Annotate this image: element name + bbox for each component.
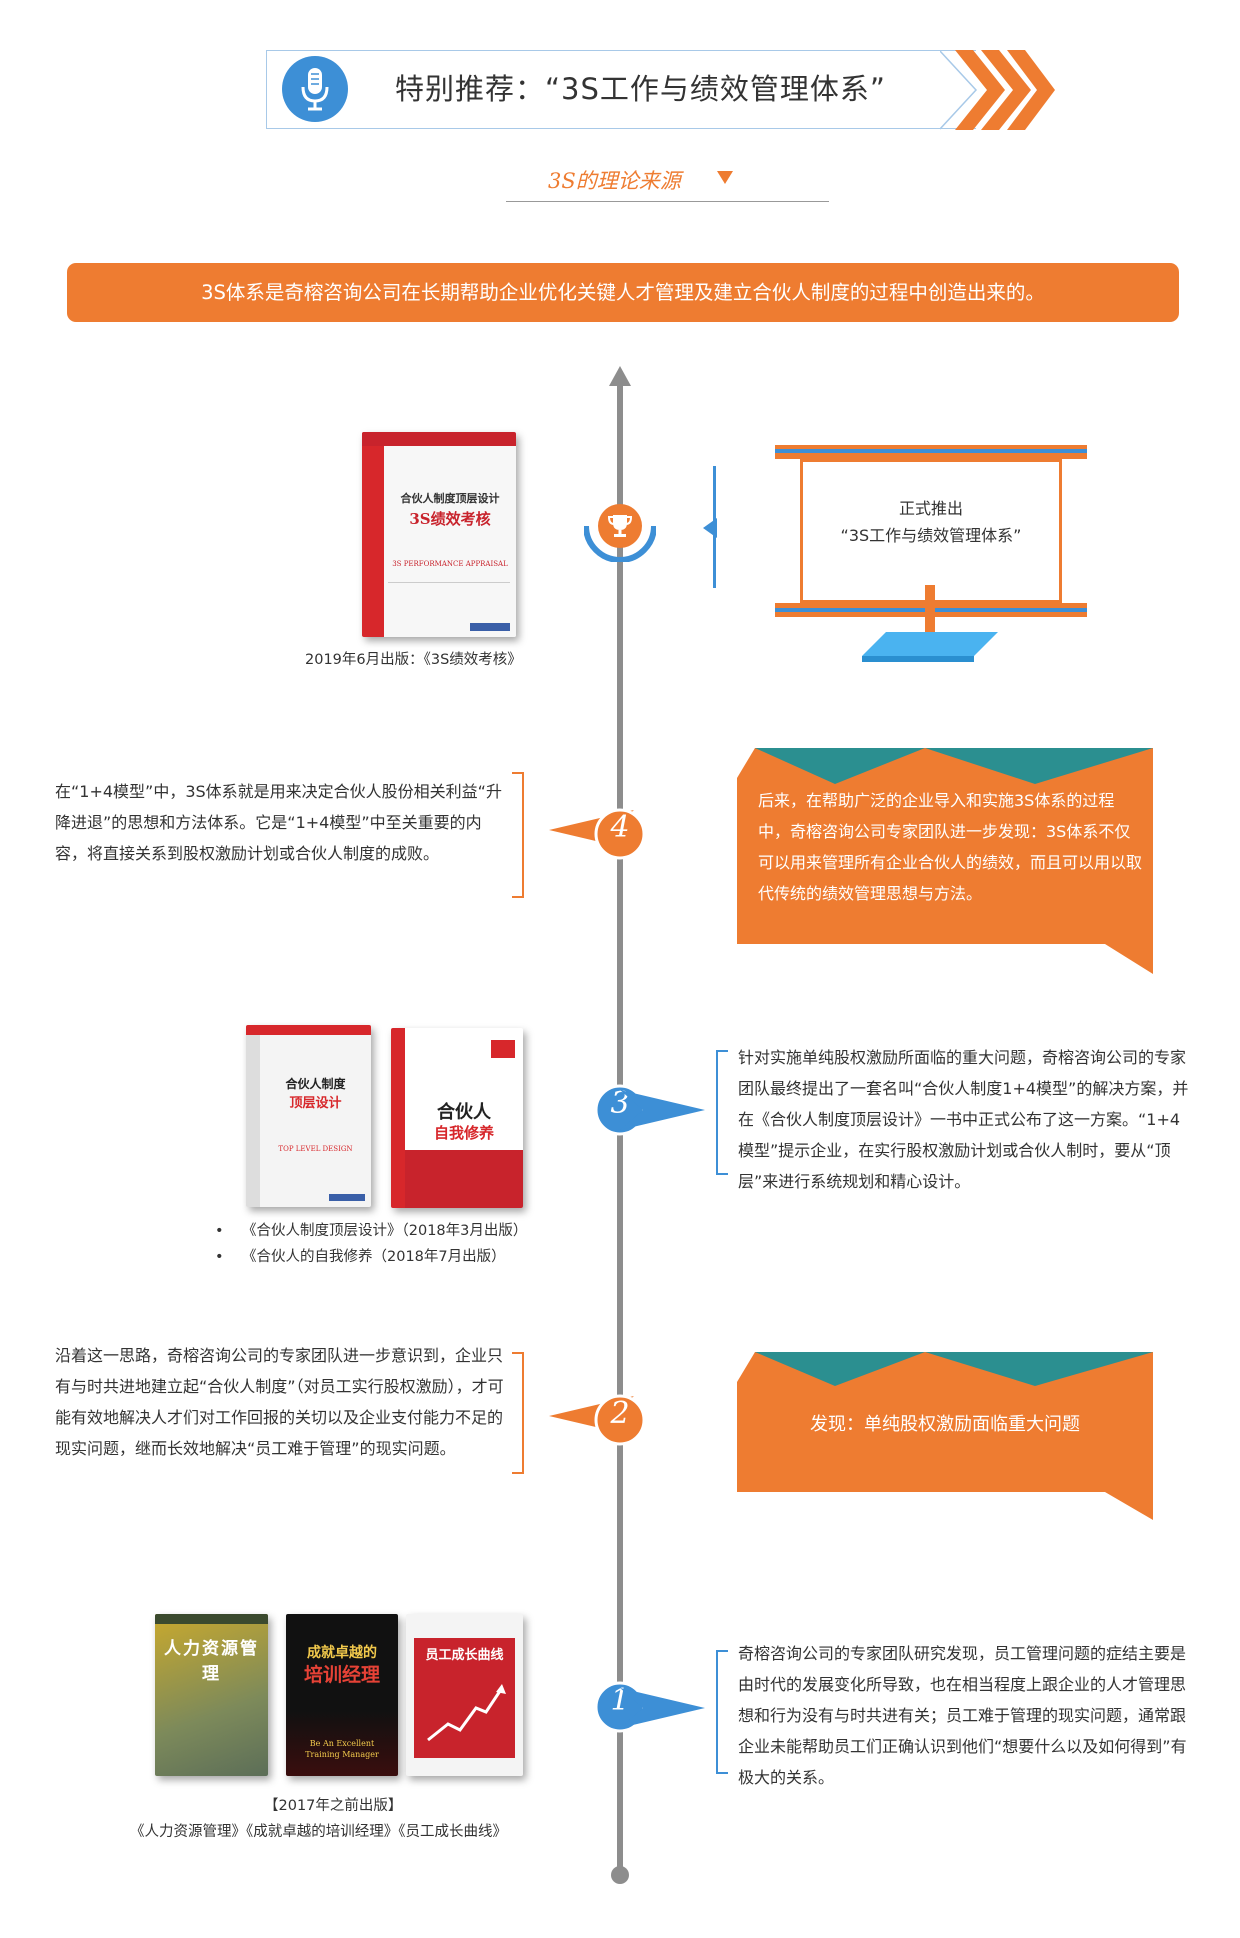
- book-title: 员工成长曲线: [425, 1648, 504, 1663]
- book-title-sub: 自我修养: [433, 1124, 494, 1142]
- bracket-m2: [512, 1352, 524, 1474]
- book-english-2: Training Manager: [305, 1750, 379, 1759]
- screen-line1: 正式推出: [898, 499, 963, 518]
- book-list-2018: • 《合伙人制度顶层设计》（2018年3月出版） • 《合伙人的自我修养（201…: [215, 1218, 527, 1270]
- pointer-m3: [620, 1090, 705, 1130]
- node-4: [594, 808, 646, 860]
- node-4-number: 4: [610, 810, 630, 845]
- book-title-sub: 顶层设计: [289, 1096, 342, 1111]
- m1-caption-line2: 《人力资源管理》《成就卓越的培训经理》《员工成长曲线》: [130, 1824, 507, 1840]
- book-title-main: 合伙人制度: [285, 1077, 346, 1091]
- bracket-m3: [716, 1050, 728, 1175]
- ribbon-m2: [737, 1352, 1153, 1520]
- list-item: • 《合伙人制度顶层设计》（2018年3月出版）: [215, 1223, 528, 1239]
- book-title: 人力资源管理: [164, 1639, 259, 1684]
- page-title: 特别推荐：“3S工作与绩效管理体系”: [395, 72, 886, 106]
- pointer-m1: [620, 1688, 705, 1728]
- m3-right-text: 针对实施单纯股权激励所面临的重大问题，奇榕咨询公司的专家团队最终提出了一套名叫“…: [738, 1048, 1189, 1191]
- book-english: 3S PERFORMANCE APPRAISAL: [392, 560, 508, 568]
- book-title-line1: 成就卓越的: [307, 1645, 377, 1661]
- book-top-level-design: 合伙人制度 顶层设计 TOP LEVEL DESIGN: [246, 1025, 371, 1207]
- subheading-underline: [506, 201, 829, 202]
- m1-caption-line1: 【2017年之前出版】: [264, 1798, 403, 1814]
- header-banner: [266, 50, 976, 129]
- list-item: • 《合伙人的自我修养（2018年7月出版）: [215, 1249, 506, 1265]
- book-title-main: 合伙人: [437, 1102, 491, 1123]
- node-2: [594, 1394, 646, 1446]
- monitor-stand: [925, 585, 935, 645]
- book-english: TOP LEVEL DESIGN: [278, 1145, 353, 1153]
- bracket-m4: [512, 772, 524, 898]
- dropdown-triangle-icon: [717, 171, 733, 184]
- m2-ribbon-text: 发现：单纯股权激励面临重大问题: [810, 1414, 1080, 1435]
- m2-left-text: 沿着这一思路，奇榕咨询公司的专家团队进一步意识到，企业只有与时共进地建立起“合伙…: [55, 1346, 504, 1458]
- banner-arrow-tip: [940, 50, 978, 130]
- section-subheading: 3S的理论来源: [548, 169, 681, 193]
- book-english-1: Be An Excellent: [309, 1739, 375, 1748]
- screen-line2: “3S工作与绩效管理体系”: [840, 526, 1022, 545]
- book-caption-2019: 2019年6月出版：《3S绩效考核》: [305, 652, 522, 668]
- monitor-base: [862, 632, 998, 662]
- axis-arrow-icon: [609, 366, 631, 386]
- microphone-icon: [282, 56, 348, 122]
- book-employee-growth-curve: 员工成长曲线: [406, 1614, 523, 1776]
- chevrons-icon: [955, 50, 1055, 130]
- book-hr-management: 人力资源管理: [155, 1614, 268, 1776]
- ribbon-m4: [737, 748, 1153, 974]
- m4-left-text: 在“1+4模型”中，3S体系就是用来决定合伙人股份相关利益“升降进退”的思想和方…: [55, 782, 502, 863]
- trophy-icon: [607, 515, 633, 537]
- node-3-number: 3: [610, 1086, 630, 1121]
- book-title-main: 3S绩效考核: [409, 510, 491, 528]
- bracket-m1: [716, 1650, 728, 1774]
- book-partner-self-cultivation: 合伙人 自我修养: [391, 1028, 523, 1208]
- book-title-top: 合伙人制度顶层设计: [400, 492, 500, 505]
- node-2-number: 2: [610, 1396, 630, 1431]
- monitor: 正式推出 “3S工作与绩效管理体系”: [775, 445, 1087, 627]
- headline-bar: 3S体系是奇榕咨询公司在长期帮助企业优化关键人才管理及建立合伙人制度的过程中创造…: [67, 263, 1179, 322]
- book-title-line2: 培训经理: [303, 1664, 380, 1686]
- m4-ribbon-text: 后来，在帮助广泛的企业导入和实施3S体系的过程中，奇榕咨询公司专家团队进一步发现…: [758, 791, 1143, 903]
- book-training-manager: 成就卓越的 培训经理 Be An Excellent Training Mana…: [286, 1614, 398, 1776]
- m1-right-text: 奇榕咨询公司的专家团队研究发现，员工管理问题的症结主要是由时代的发展变化所导致，…: [738, 1644, 1187, 1787]
- axis-end-dot: [611, 1866, 629, 1884]
- book-3s-performance: 合伙人制度顶层设计 3S绩效考核 3S PERFORMANCE APPRAISA…: [362, 432, 516, 637]
- pointer-m5: [703, 518, 717, 538]
